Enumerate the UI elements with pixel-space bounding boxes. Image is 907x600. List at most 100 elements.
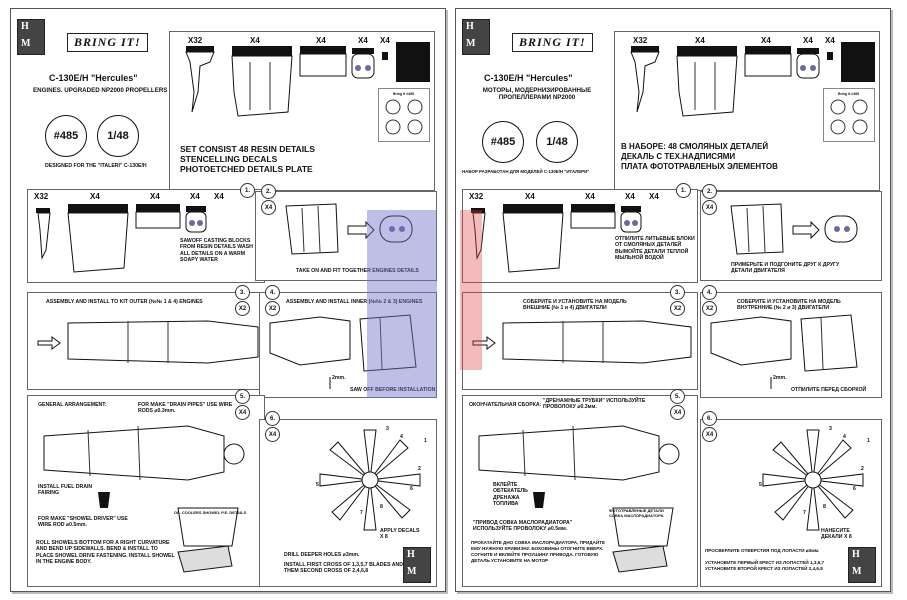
step-1-text: SAWOFF CASTING BLOCKS FROM RESIN DETAILS… (180, 238, 253, 264)
qty-hub: X4 (358, 36, 368, 45)
step-4-drawing (269, 314, 417, 389)
step-1-marker-ru: 1. (676, 183, 691, 198)
qty-engine-body: X4 (250, 36, 260, 45)
step-4-box-ru: СОБЕРИТЕ И УСТАНОВИТЕ НА МОДЕЛЬ ВНУТРЕНН… (700, 292, 882, 398)
parts-overview-box: X32 X4 X4 X4 X4 Bring It #485 SET CONSIS… (169, 31, 435, 191)
logo-ru-h: H (466, 21, 474, 32)
step-4-drawing-ru (710, 314, 858, 389)
set-line-2-ru: ДЕКАЛЬ С ТЕХ.НАДПИСЯМИ (621, 152, 736, 161)
kit-scale: 1/48 (97, 115, 139, 157)
qty-nacelle: X4 (316, 36, 326, 45)
qty-row2-hub: X4 (190, 192, 200, 201)
qty-row2-body-ru: X4 (525, 192, 535, 201)
qty-blades-ru: X32 (633, 36, 648, 45)
blade-number-2-ru: 2 (861, 466, 864, 472)
step-2-drawing (285, 203, 413, 255)
roll-showel-text-ru: ПРОКАТАЙТЕ ДНО СОВКА МАСЛОРАДИАТОРА, ПРИ… (471, 540, 606, 563)
blade-number-5: 5 (316, 482, 319, 488)
step-2-marker: 2. (261, 184, 276, 199)
step-4-marker: 4. (265, 285, 280, 300)
showel-driver-note: FOR MAKE "SHOWEL DRIVER" USE WIRE ROD ⌀0… (38, 516, 128, 529)
step-2-qty: X4 (261, 200, 276, 215)
qty-blades: X32 (188, 36, 203, 45)
watermark-overlay (367, 210, 437, 398)
step-2-text-ru: ПРИМЕРЬТЕ И ПОДГОНИТЕ ДРУГ К ДРУГУ ДЕТАЛ… (731, 262, 840, 275)
step-3-marker-ru: 3. (670, 285, 685, 300)
hm-logo-bottom: H M (403, 547, 431, 583)
step-3-box: ASSEMBLY AND INSTALL TO KIT OUTER (№№ 1 … (27, 292, 265, 390)
kit-title: C-130E/H "Hercules" (49, 73, 138, 83)
step-6-marker: 6. (265, 411, 280, 426)
drill-note: DRILL DEEPER HOLES ⌀3mm. (284, 552, 360, 558)
blade-number-3-ru: 3 (829, 426, 832, 432)
blade-number-4-ru: 4 (843, 434, 846, 440)
blade-number-2: 2 (418, 466, 421, 472)
decal-caption-ru: Bring It #485 (838, 92, 860, 96)
step-4-qty: X2 (265, 301, 280, 316)
dimension-label-ru: 2mm. (773, 375, 787, 381)
step-1-box-ru: X32 X4 X4 X4 X4 ОТПИЛИТЕ ЛИТЬЕВЫЕ БЛОКИ … (462, 189, 698, 283)
kit-number: #485 (45, 115, 87, 157)
qty-pin: X4 (380, 36, 390, 45)
decal-sheet-drawing (385, 99, 423, 135)
step-2-marker-ru: 2. (702, 184, 717, 199)
step-1-box: X32 X4 X4 X4 X4 SAWOFF CASTING BLOCKS FR… (27, 189, 265, 283)
step-4-box: ASSEMBLY AND INSTALL INNER (№№ 2 & 3) EN… (259, 292, 437, 398)
decal-sheet-ru: Bring It #485 (823, 88, 875, 142)
qty-row2-blades: X32 (34, 192, 49, 201)
step-6-qty: X4 (265, 427, 280, 442)
blade-number-3: 3 (386, 426, 389, 432)
logo-ru-m: M (466, 38, 476, 49)
kit-title-ru: C-130E/H "Hercules" (484, 73, 573, 83)
step-5-drawing-ru (478, 425, 680, 573)
propeller-drawing-ru (762, 429, 864, 531)
qty-row2-body: X4 (90, 192, 100, 201)
step-4-marker-ru: 4. (702, 285, 717, 300)
fuel-drain-note-ru: ВКЛЕЙТЕ ОБТЕКАТЕЛЬ ДРЕНАЖА ТОПЛИВА (493, 482, 528, 508)
propeller-drawing (319, 429, 421, 531)
step-4-text: ASSEMBLY AND INSTALL INNER (№№ 2 & 3) EN… (286, 299, 423, 305)
logo-m: M (21, 38, 31, 49)
designed-for: DESIGNED FOR THE "ITALERI" C-130E/H (45, 163, 147, 169)
apply-decals-note-ru: НАНЕСИТЕ ДЕКАЛИ X 8 (821, 528, 852, 541)
blade-number-6: 6 (410, 486, 413, 492)
install-cross-note: INSTALL FIRST CROSS OF 1,3,5,7 BLADES AN… (284, 562, 403, 575)
step-2-text: TAKE ON AND FIT TOGETHER ENGINES DETAILS (296, 268, 419, 274)
step-5-drawing (43, 425, 245, 573)
dimension-label: 2mm. (332, 375, 346, 381)
blade-number-5-ru: 5 (759, 482, 762, 488)
step-3-qty: X2 (235, 301, 250, 316)
brand-logo: BRING IT! (67, 33, 148, 52)
qty-row2-blades-ru: X32 (469, 192, 484, 201)
general-arrangement-ru: ОКОНЧАТЕЛЬНАЯ СБОРКА: (469, 402, 542, 408)
qty-row2-pin-ru: X4 (649, 192, 659, 201)
blade-number-6-ru: 6 (853, 486, 856, 492)
step-2-qty-ru: X4 (702, 200, 717, 215)
decal-caption: Bring It #485 (393, 92, 415, 96)
hm-logo-ru: H M (462, 19, 490, 55)
step-4-text-ru: СОБЕРИТЕ И УСТАНОВИТЕ НА МОДЕЛЬ ВНУТРЕНН… (737, 299, 841, 312)
blade-number-1-ru: 1 (867, 438, 870, 444)
drain-pipes-note: FOR MAKE "DRAIN PIPES" USE WIRE RODS ⌀0.… (138, 402, 233, 415)
showel-driver-note-ru: "ПРИВОД СОВКА МАСЛОРАДИАТОРА" ИСПОЛЬЗУЙТ… (473, 520, 573, 533)
set-line-3-ru: ПЛАТА ФОТОТРАВЛЕНЫХ ЭЛЕМЕНТОВ (621, 162, 778, 171)
step-5-box-ru: ОКОНЧАТЕЛЬНАЯ СБОРКА: "ДРЕНАЖНЫЕ ТРУБКИ"… (462, 395, 698, 587)
saw-off-label: SAW OFF BEFORE INSTALLATION (350, 387, 436, 393)
hm-logo-bottom-ru: H M (848, 547, 876, 583)
step-6-qty-ru: X4 (702, 427, 717, 442)
general-arrangement: GENERAL ARRANGEMENT: (38, 402, 107, 408)
blade-number-8: 8 (380, 504, 383, 510)
logo-bottom-ru-m: M (852, 566, 862, 577)
step-3-text-ru: СОБЕРИТЕ И УСТАНОВИТЕ НА МОДЕЛЬ ВНЕШНИЕ … (523, 299, 627, 312)
saw-off-label-ru: ОТПИЛИТЕ ПЕРЕД СБОРКОЙ (791, 387, 867, 393)
kit-number-ru: #485 (482, 121, 524, 163)
step-2-box: TAKE ON AND FIT TOGETHER ENGINES DETAILS (255, 191, 437, 281)
step-1-text-ru: ОТПИЛИТЕ ЛИТЬЕВЫЕ БЛОКИ ОТ СМОЛЯНЫХ ДЕТА… (615, 236, 695, 262)
qty-row2-nacelle-ru: X4 (585, 192, 595, 201)
step-5-box: GENERAL ARRANGEMENT: FOR MAKE "DRAIN PIP… (27, 395, 265, 587)
install-cross-note-ru: УСТАНОВИТЕ ПЕРВЫЙ КРЕСТ ИЗ ЛОПАСТЕЙ 1,3,… (705, 560, 825, 571)
step-5-qty: X4 (235, 405, 250, 420)
brand-logo-ru: BRING IT! (512, 33, 593, 52)
qty-row2-pin: X4 (214, 192, 224, 201)
step-5-qty-ru: X4 (670, 405, 685, 420)
